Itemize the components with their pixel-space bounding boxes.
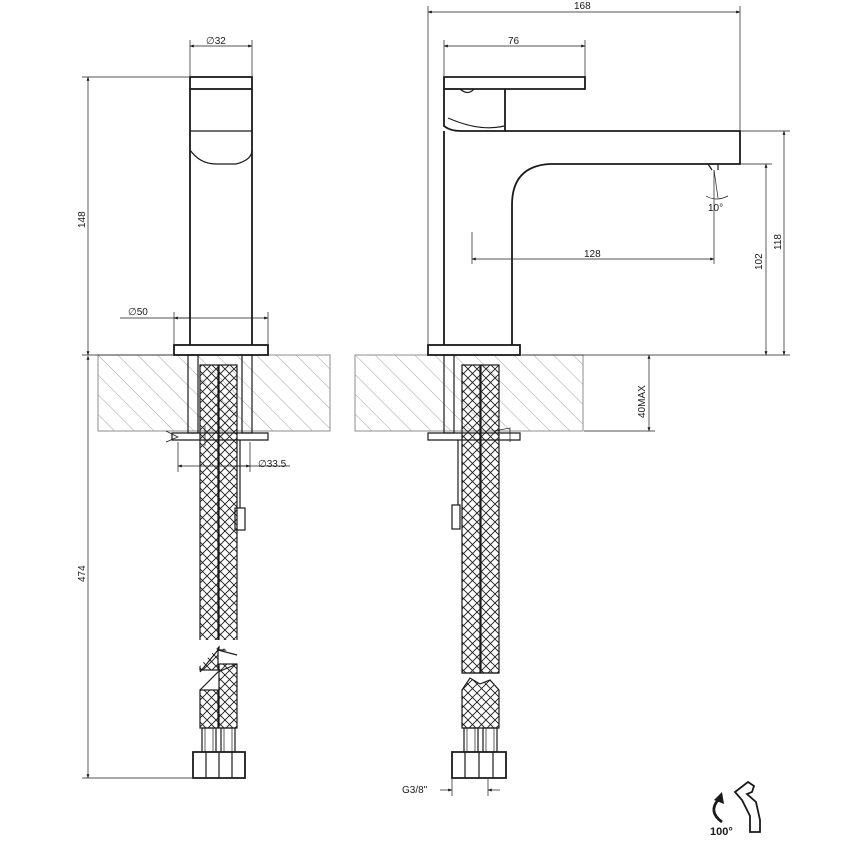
dimension-thread: G3/8" <box>402 779 500 796</box>
dimension-dia-50: ∅50 <box>120 307 269 344</box>
dimension-474: 474 <box>77 355 192 779</box>
dim-label-angle-10: 10° <box>708 203 723 214</box>
rotation-label: 100° <box>710 826 733 838</box>
dimension-148: 148 <box>77 76 189 356</box>
dimension-128: 128 <box>471 170 715 264</box>
curved-rotation-arrow-icon: 100° <box>710 780 761 838</box>
dimension-dia-33-5: ∅33.5 <box>177 442 290 472</box>
faucet-side-view <box>427 76 741 779</box>
dim-label-dia-32: ∅32 <box>206 36 226 47</box>
dimension-angle-10: 10° <box>705 169 729 214</box>
dimension-40max: 40MAX <box>584 354 655 432</box>
dimension-dia-32: ∅32 <box>189 36 253 76</box>
dim-label-168: 168 <box>574 1 591 12</box>
dim-label-76: 76 <box>508 36 520 47</box>
dim-label-dia-33-5: ∅33.5 <box>258 459 287 470</box>
dim-label-474: 474 <box>77 565 88 582</box>
dim-label-128: 128 <box>584 249 601 260</box>
dim-label-40max: 40MAX <box>637 385 648 418</box>
dim-label-118: 118 <box>773 234 784 250</box>
dim-label-thread: G3/8" <box>402 785 428 796</box>
dimension-168: 168 <box>427 1 741 344</box>
dimension-76: 76 <box>443 36 586 76</box>
dim-label-102: 102 <box>754 253 765 270</box>
dim-label-dia-50: ∅50 <box>128 307 148 318</box>
dim-label-148: 148 <box>77 211 88 228</box>
dimension-118: 118 <box>741 130 790 356</box>
faucet-front-view <box>165 76 269 779</box>
dimension-102: 102 <box>522 163 790 356</box>
